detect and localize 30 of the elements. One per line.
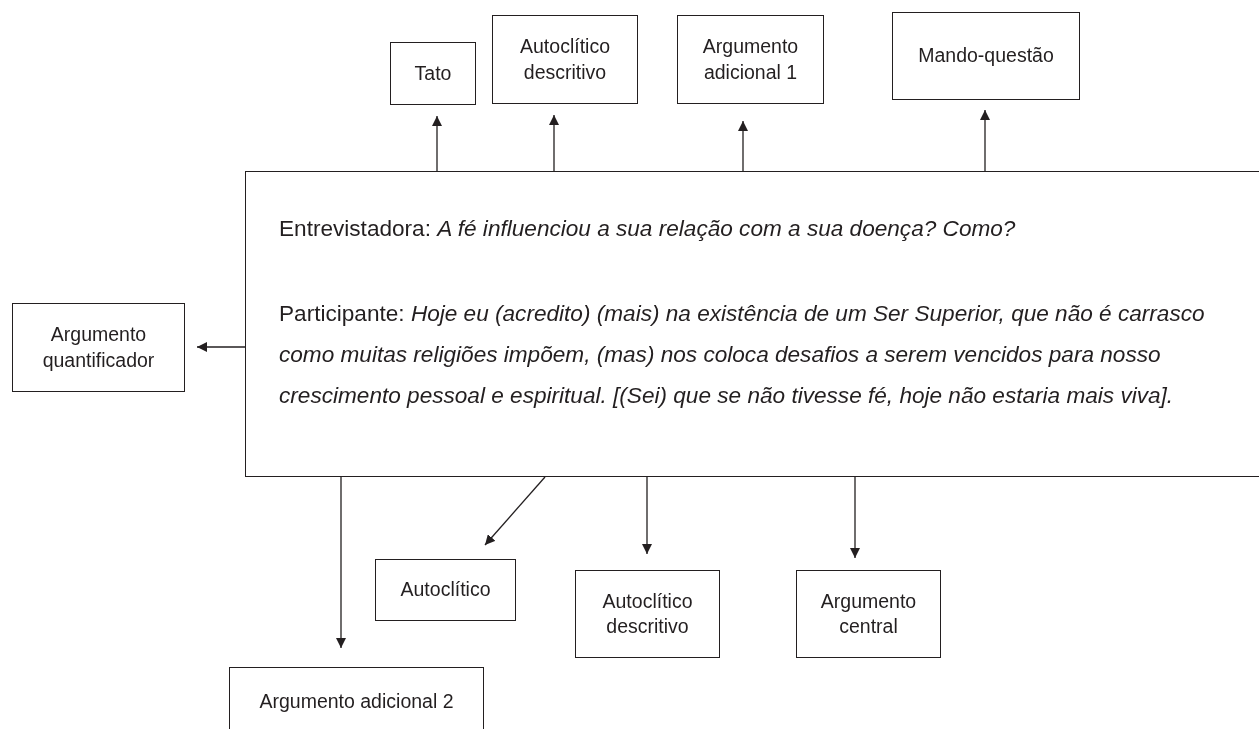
label-box bbox=[677, 15, 824, 104]
arrow bbox=[196, 342, 246, 352]
arrow bbox=[980, 109, 990, 172]
category-label: Mando-questão bbox=[918, 43, 1054, 69]
arrow bbox=[850, 476, 860, 559]
category-label: Autoclítico descritivo bbox=[519, 34, 611, 85]
arrow bbox=[738, 120, 748, 172]
category-label: Argumento central bbox=[819, 588, 918, 639]
transcript-box bbox=[245, 171, 1259, 477]
label-box bbox=[390, 42, 476, 105]
category-label: Argumento adicional 2 bbox=[259, 689, 454, 715]
category-label: Tato bbox=[414, 60, 452, 86]
label-box bbox=[229, 667, 484, 729]
participant-answer: Participante: Hoje eu (acredito) (mais) na existência de um Ser Superior, que não é carrasco como muitas religiões impõem, (mas) nos coloca desafios a serem vencidos para nosso crescimento pessoal e espiritual. [(Sei) que se não tivesse fé, hoje não estaria mais viva]. bbox=[279, 300, 1206, 410]
category-label: Autoclítico bbox=[400, 577, 491, 603]
arrow bbox=[432, 115, 442, 172]
category-label: Argumento quantificador bbox=[41, 322, 156, 373]
category-label: Autoclítico descritivo bbox=[601, 588, 694, 639]
arrow bbox=[484, 476, 546, 546]
category-label: Argumento adicional 1 bbox=[701, 34, 800, 85]
label-box bbox=[796, 570, 941, 658]
arrow bbox=[549, 114, 559, 172]
label-box bbox=[12, 303, 185, 392]
arrow bbox=[642, 476, 652, 555]
label-box bbox=[492, 15, 638, 104]
label-box bbox=[375, 559, 516, 621]
label-box bbox=[575, 570, 720, 658]
arrow bbox=[336, 476, 346, 649]
label-box bbox=[892, 12, 1080, 100]
interviewer-question: Entrevistadora: A fé influenciou a sua relação com a sua doença? Como? bbox=[279, 215, 1017, 243]
